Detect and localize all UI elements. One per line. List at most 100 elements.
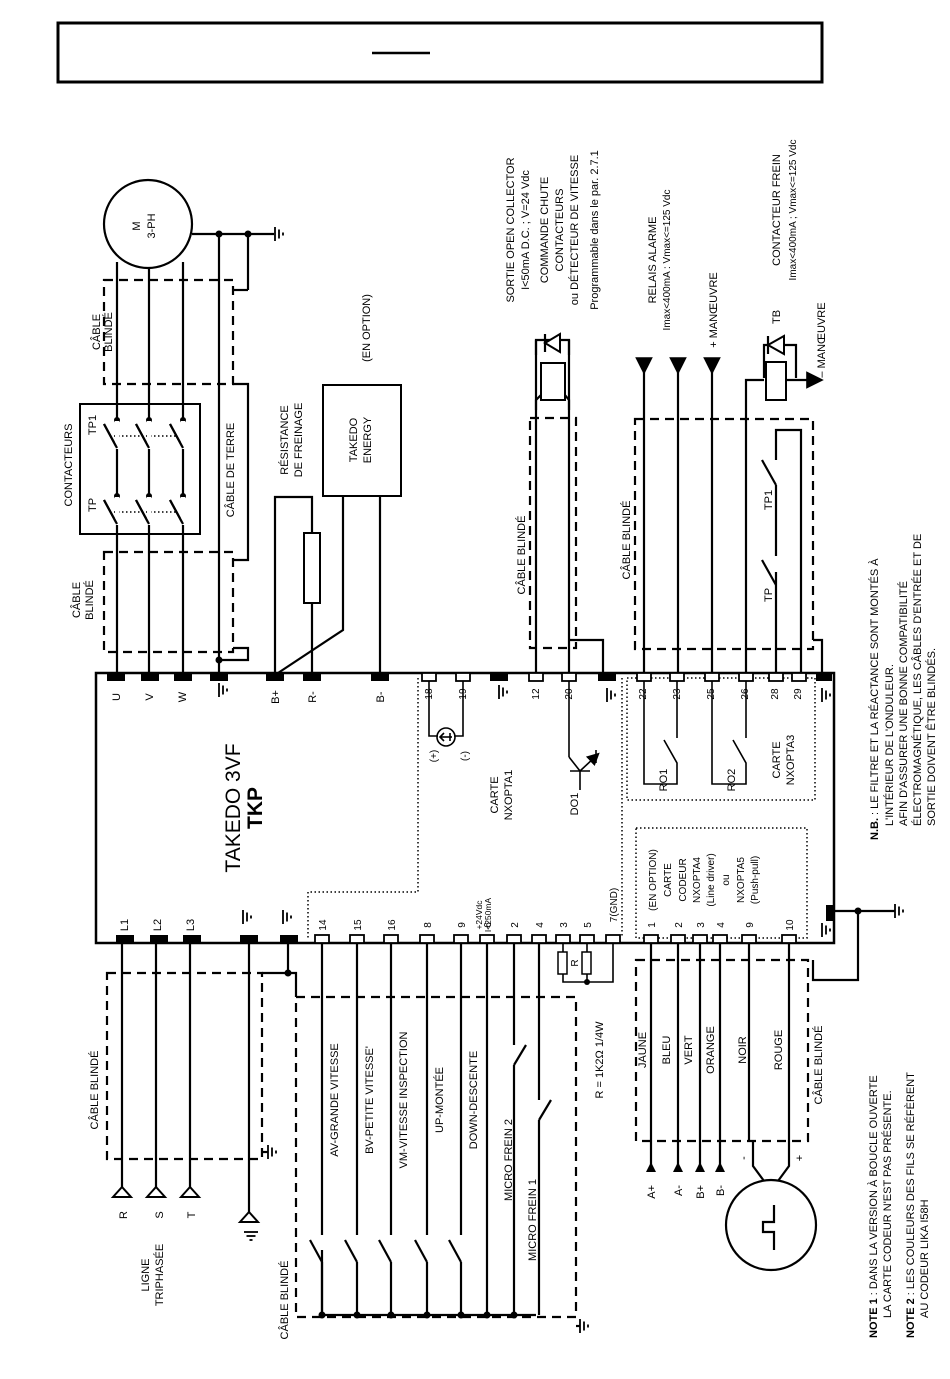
opta1-region bbox=[307, 678, 419, 938]
encoder-signal: A+ bbox=[646, 1185, 658, 1199]
svg-text:NXOPTA3: NXOPTA3 bbox=[785, 735, 797, 786]
terminal-1 bbox=[349, 934, 365, 944]
svg-text:TP1: TP1 bbox=[763, 490, 775, 510]
svg-text:RO1: RO1 bbox=[658, 769, 670, 792]
brake-relay-coil-icon bbox=[765, 361, 787, 401]
svg-text:CÂBLE BLINDÉ: CÂBLE BLINDÉ bbox=[278, 1261, 291, 1340]
terminal-label: 16 bbox=[387, 919, 398, 931]
input-label: MICRO FREIN 1 bbox=[527, 1179, 539, 1261]
svg-text:R: R bbox=[570, 959, 581, 966]
encoder-card-line: NXOPTA4 bbox=[692, 857, 703, 903]
encoder-card-line: (Push-pull) bbox=[750, 856, 761, 904]
encoder-terminal bbox=[741, 934, 757, 944]
svg-text:S: S bbox=[154, 1211, 166, 1218]
contactors-label: CONTACTEURS bbox=[63, 424, 75, 507]
terminal-label: 4 bbox=[535, 922, 546, 928]
svg-text:+24Vdc: +24Vdc bbox=[474, 900, 484, 930]
input-switch bbox=[344, 1239, 358, 1263]
braking-resistor-label: RÉSISTANCE bbox=[278, 405, 291, 474]
svg-text:V: V bbox=[144, 693, 156, 701]
ground-icon bbox=[274, 226, 284, 242]
svg-text:R-: R- bbox=[307, 691, 319, 703]
svg-text:TP1: TP1 bbox=[87, 415, 99, 435]
encoder-terminal-label: 1 bbox=[647, 922, 658, 928]
svg-text:CONTACTEUR FREIN: CONTACTEUR FREIN bbox=[771, 154, 783, 266]
resistor-3 bbox=[557, 951, 568, 975]
svg-text:+: + bbox=[794, 1155, 806, 1161]
shielded-cable-inputs bbox=[294, 995, 578, 1319]
svg-text:NOTE 1 : DANS LA VERSION À BOU: NOTE 1 : DANS LA VERSION À BOUCLE OUVERT… bbox=[867, 1075, 880, 1338]
encoder-terminal bbox=[781, 934, 797, 944]
drive-name: TAKEDO 3VF bbox=[222, 743, 245, 872]
wire-color-label: BLEU bbox=[661, 1036, 673, 1065]
line-input-label: LIGNE bbox=[140, 1258, 152, 1291]
relay-ro2 bbox=[711, 681, 747, 785]
encoder-symbol bbox=[724, 1178, 818, 1272]
encoder-terminal-label: 3 bbox=[696, 922, 707, 928]
svg-text:DE FREINAGE: DE FREINAGE bbox=[293, 403, 305, 478]
shielded-cable-opta1 bbox=[528, 416, 578, 650]
svg-text:L1: L1 bbox=[119, 919, 131, 931]
svg-text:LA CARTE CODEUR N'EST PAS PRÉS: LA CARTE CODEUR N'EST PAS PRÉSENTE. bbox=[881, 1090, 894, 1318]
svg-text:CARTE: CARTE bbox=[771, 741, 783, 778]
svg-text:W: W bbox=[177, 691, 189, 702]
arrow-icon bbox=[715, 1162, 725, 1172]
svg-text:CONTACTEURS: CONTACTEURS bbox=[554, 189, 566, 272]
svg-text:TB: TB bbox=[771, 310, 783, 324]
svg-text:ENERGY: ENERGY bbox=[362, 416, 374, 463]
encoder-card-line: (EN OPTION) bbox=[648, 849, 659, 911]
notes: NOTE 1 : DANS LA VERSION À BOUCLE OUVERT… bbox=[867, 1072, 931, 1338]
svg-text:CÂBLE BLINDÉ: CÂBLE BLINDÉ bbox=[88, 1051, 101, 1130]
input-label: MICRO FREIN 2 bbox=[503, 1119, 515, 1201]
relay-ro1 bbox=[643, 681, 678, 785]
encoder-signal: B- bbox=[715, 1185, 727, 1196]
svg-text:R: R bbox=[118, 1211, 130, 1219]
input-label: BV-PETITE VITESSE' bbox=[364, 1046, 376, 1154]
terminal-4 bbox=[453, 934, 469, 944]
input-label: UP-MONTÉE bbox=[433, 1067, 446, 1133]
svg-text:L'INTÉRIEUR DE L'ONDULEUR.: L'INTÉRIEUR DE L'ONDULEUR. bbox=[883, 664, 896, 826]
nb-note: N.B. : LE FILTRE ET LA RÉACTANCE SONT MO… bbox=[868, 534, 938, 840]
encoder-card-region bbox=[635, 827, 808, 939]
terminal-0 bbox=[314, 934, 330, 944]
svg-text:Imax<400mA : Vmax<=125 Vdc: Imax<400mA : Vmax<=125 Vdc bbox=[662, 190, 673, 331]
current-source-icon bbox=[436, 727, 456, 747]
encoder-terminal-label: 4 bbox=[716, 922, 727, 928]
svg-text:L3: L3 bbox=[185, 919, 197, 931]
terminal-8 bbox=[555, 934, 571, 944]
svg-text:– MANŒUVRE: – MANŒUVRE bbox=[816, 302, 828, 377]
encoder-terminal bbox=[670, 934, 686, 944]
encoder-card-line: CARTE bbox=[663, 863, 674, 897]
encoder-terminal bbox=[643, 934, 659, 944]
svg-text:TP: TP bbox=[763, 588, 775, 602]
opta3-terminals bbox=[636, 672, 832, 682]
energy-option-label: (EN OPTION) bbox=[361, 294, 373, 362]
encoder-pulse-icon bbox=[761, 1205, 776, 1250]
drive-box bbox=[94, 671, 836, 945]
resistor-value: R = 1K2Ω 1/4W bbox=[594, 1021, 606, 1099]
do1-label: DO1 bbox=[569, 793, 581, 816]
svg-text:U: U bbox=[111, 693, 123, 701]
svg-text:SORTIE DOIVENT ÊTRE BLINDÉS.: SORTIE DOIVENT ÊTRE BLINDÉS. bbox=[925, 648, 938, 826]
shielded-cable-drive bbox=[102, 550, 235, 654]
shielded-cable-motor bbox=[102, 278, 235, 386]
terminal-label: 7(GND) bbox=[609, 888, 620, 922]
terminal-label: 9 bbox=[457, 922, 468, 928]
shielded-cable-encoder bbox=[634, 958, 810, 1143]
svg-text:CÂBLE: CÂBLE bbox=[70, 582, 83, 618]
svg-text:L2: L2 bbox=[152, 919, 164, 931]
terminal-7 bbox=[531, 934, 547, 944]
contactors-box bbox=[79, 403, 201, 535]
arrow-icon bbox=[646, 1162, 656, 1172]
encoder-terminal-label: 9 bbox=[745, 922, 756, 928]
svg-text:RO2: RO2 bbox=[726, 769, 738, 792]
svg-text:NOTE 2 : LES COULEURS DES FILS: NOTE 2 : LES COULEURS DES FILS SE RÉFÈRE… bbox=[904, 1072, 917, 1338]
svg-text:12: 12 bbox=[531, 688, 542, 700]
micro-frein-1-contact bbox=[538, 1099, 552, 1121]
svg-text:BLINDÉ: BLINDÉ bbox=[83, 580, 96, 620]
resistor-5 bbox=[581, 951, 592, 975]
motor-type: 3-PH bbox=[146, 213, 158, 238]
svg-text:TRIPHASÉE: TRIPHASÉE bbox=[153, 1244, 166, 1306]
